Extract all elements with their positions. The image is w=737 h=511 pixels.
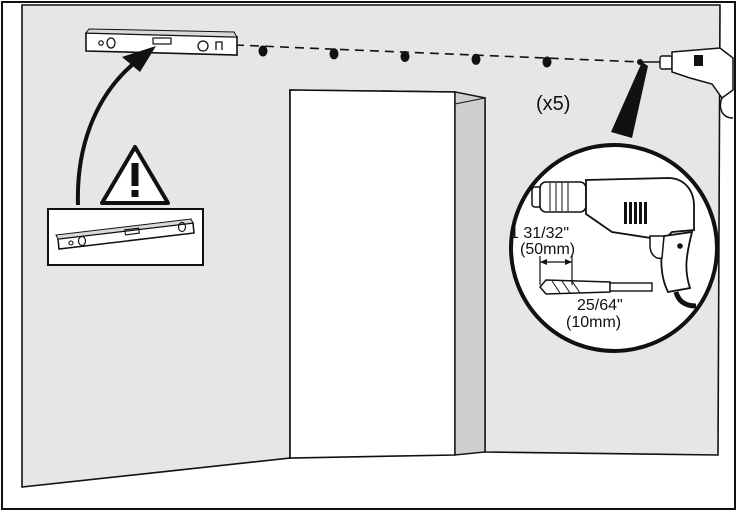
warning-triangle-icon (100, 145, 170, 205)
drill-hole-marker (542, 56, 552, 68)
hole-depth-metric: (50mm) (520, 241, 575, 258)
drill-line (234, 44, 641, 63)
drill-hole-marker (400, 51, 410, 62)
bit-diameter-metric: (10mm) (566, 314, 621, 331)
count-label: (x5) (536, 93, 570, 115)
power-drill-icon (531, 177, 697, 309)
drill-bit-icon (539, 279, 653, 295)
level-inset (47, 208, 204, 266)
spirit-level-top-icon (85, 28, 238, 56)
hole-depth-imperial: 1 31/32" (510, 225, 569, 242)
drill-hole-marker (258, 45, 268, 57)
door-jamb (454, 91, 486, 456)
curved-arrow (75, 58, 140, 206)
magnifier-pointer (611, 62, 648, 138)
drill-top-icon (640, 47, 734, 119)
door-opening (289, 89, 456, 459)
curved-arrow-head-icon (122, 46, 156, 72)
drill-hole-marker (471, 53, 481, 65)
spirit-level-icon (55, 218, 195, 250)
drill-vents (624, 202, 647, 224)
depth-dimension (539, 256, 573, 285)
drill-holes (258, 45, 643, 68)
drill-hole-marker (329, 48, 339, 60)
jamb-edge (454, 97, 486, 105)
bit-diameter-imperial: 25/64" (577, 297, 623, 314)
